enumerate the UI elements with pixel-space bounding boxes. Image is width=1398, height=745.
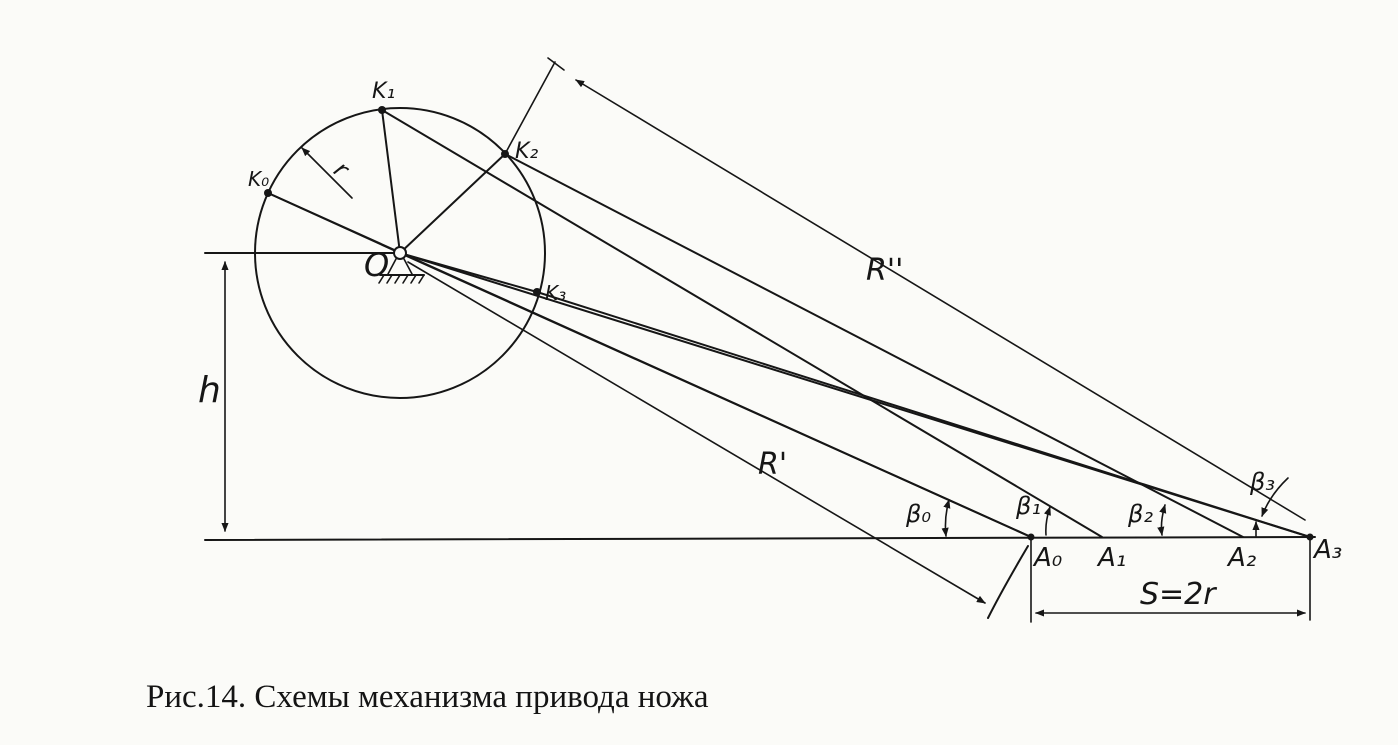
label-stroke: S=2r bbox=[1140, 577, 1217, 612]
label-k1: K₁ bbox=[372, 79, 395, 104]
line-o-a0 bbox=[399, 252, 1032, 538]
pivot-o-symbol bbox=[378, 246, 425, 284]
point-k1 bbox=[378, 106, 386, 114]
dim-r-double-prime bbox=[575, 79, 1306, 521]
angle-beta0-arc bbox=[941, 499, 951, 537]
angle-beta3-arc bbox=[1261, 477, 1289, 517]
angle-beta1-arc bbox=[1044, 506, 1051, 536]
rod-k2-a2 bbox=[504, 153, 1244, 538]
arc-r-prime bbox=[987, 545, 1029, 619]
label-h: h bbox=[198, 370, 221, 411]
dim-r-prime bbox=[407, 261, 986, 604]
radius-ok2 bbox=[399, 153, 506, 254]
label-a1: A₁ bbox=[1096, 543, 1126, 573]
label-k2: K₂ bbox=[515, 139, 538, 164]
point-k2 bbox=[501, 150, 509, 158]
point-a3 bbox=[1306, 533, 1314, 541]
ext-r-double-prime-tick bbox=[547, 57, 565, 71]
label-r-prime: R' bbox=[758, 447, 787, 482]
radius-r-arrow bbox=[301, 147, 353, 199]
point-k3 bbox=[533, 288, 541, 296]
label-r-double-prime: R'' bbox=[866, 253, 903, 288]
label-o: O bbox=[364, 246, 389, 284]
rod-k1-a1 bbox=[381, 109, 1103, 538]
base-line bbox=[204, 536, 1316, 541]
angle-beta2-arc bbox=[1157, 504, 1167, 536]
point-a0 bbox=[1027, 533, 1035, 541]
label-beta1: β₁ bbox=[1015, 492, 1041, 520]
label-k0: K₀ bbox=[248, 167, 269, 191]
label-beta2: β₂ bbox=[1127, 500, 1153, 528]
line-o-a3 bbox=[399, 252, 1311, 538]
label-beta0: β₀ bbox=[905, 500, 931, 528]
label-a2: A₂ bbox=[1226, 543, 1256, 573]
label-k3: K₃ bbox=[545, 281, 566, 305]
figure-caption: Рис.14. Схемы механизма привода ножа bbox=[146, 679, 709, 715]
ext-r-double-prime bbox=[504, 61, 556, 155]
label-a3: A₃ bbox=[1312, 535, 1342, 565]
label-r: r bbox=[328, 155, 355, 184]
point-k0 bbox=[264, 189, 272, 197]
radius-ok1 bbox=[381, 109, 401, 254]
label-a0: A₀ bbox=[1032, 543, 1063, 573]
label-beta3: β₃ bbox=[1249, 468, 1275, 496]
